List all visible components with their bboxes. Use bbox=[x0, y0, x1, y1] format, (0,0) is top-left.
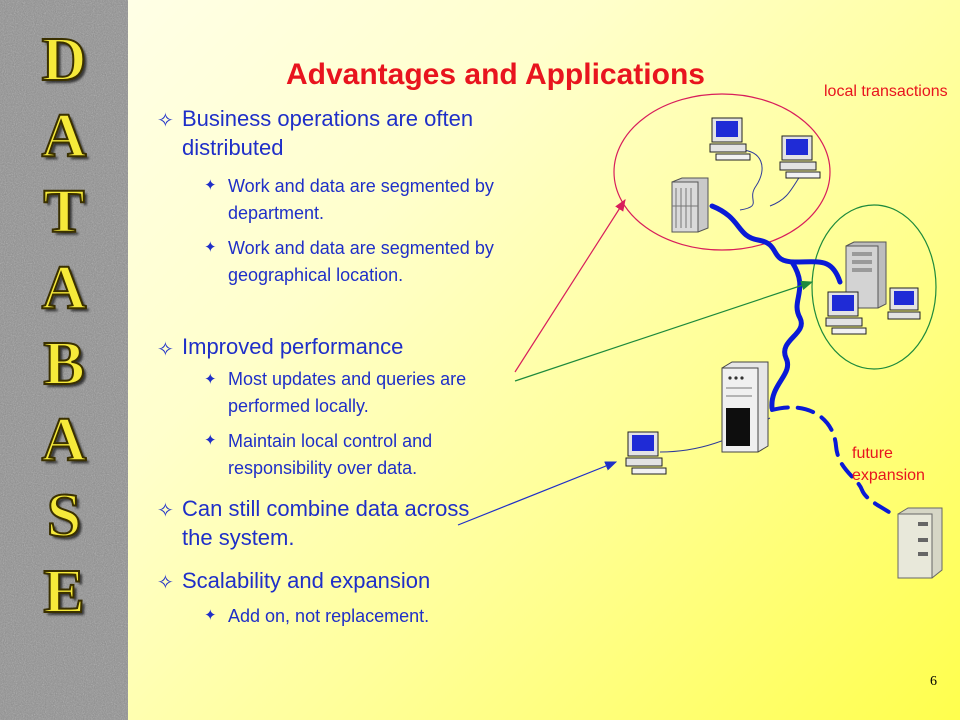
filled-star-icon: ✦ bbox=[204, 371, 217, 388]
sub-bullet-text: Work and data are segmented by departmen… bbox=[228, 176, 494, 223]
workstation-icon bbox=[709, 117, 751, 161]
filled-star-icon: ✦ bbox=[204, 432, 217, 449]
workstation-icon bbox=[887, 287, 921, 320]
cable bbox=[739, 149, 763, 211]
workstation-icon bbox=[825, 291, 867, 335]
sub-bullet-text: Most updates and queries are performed l… bbox=[228, 369, 467, 416]
bullet-text: Improved performance bbox=[182, 334, 404, 359]
hollow-star-icon: ✧ bbox=[157, 339, 174, 361]
slide-title: Advantages and Applications bbox=[286, 58, 705, 91]
sidebar-letter: A bbox=[41, 253, 88, 323]
tower-server-icon bbox=[721, 361, 769, 453]
database-vertical-word: D A T A B A S E bbox=[0, 22, 128, 630]
future-link bbox=[770, 405, 894, 516]
sub-bullet-text: Maintain local control and responsibilit… bbox=[228, 431, 433, 478]
sidebar-letter: B bbox=[42, 329, 85, 399]
network-link bbox=[709, 203, 843, 285]
slide-body bbox=[128, 0, 960, 720]
sub-bullet-text: Add on, not replacement. bbox=[228, 606, 430, 626]
arrow-to-workstation bbox=[457, 461, 618, 526]
sidebar-letter: S bbox=[46, 481, 82, 551]
arrow-to-local-site bbox=[514, 198, 626, 373]
filled-star-icon: ✦ bbox=[204, 239, 217, 256]
local-transactions-label: local transactions bbox=[824, 83, 948, 100]
bullet-text: Business operations are often distribute… bbox=[182, 106, 474, 160]
sub-bullet-text: Work and data are segmented by geographi… bbox=[228, 238, 494, 285]
filled-star-icon: ✦ bbox=[204, 177, 217, 194]
local-site-ellipse bbox=[613, 93, 831, 251]
hollow-star-icon: ✧ bbox=[157, 572, 174, 594]
future-expansion-label: future expansion bbox=[852, 445, 925, 484]
network-link bbox=[769, 259, 804, 411]
server-icon bbox=[671, 177, 709, 233]
sidebar-letter: A bbox=[41, 101, 88, 171]
sidebar-banner: D A T A B A S E bbox=[0, 0, 128, 720]
cable bbox=[769, 175, 801, 207]
bullet-text: Scalability and expansion bbox=[182, 568, 431, 593]
workstation-icon bbox=[779, 135, 821, 179]
arrow-to-regional-site bbox=[514, 280, 814, 382]
page-number: 6 bbox=[930, 674, 937, 689]
stone-texture bbox=[0, 0, 128, 720]
workstation-icon bbox=[625, 431, 667, 475]
computer-icon bbox=[897, 507, 943, 579]
sidebar-letter: A bbox=[41, 405, 88, 475]
hollow-star-icon: ✧ bbox=[157, 500, 174, 522]
sidebar-letter: T bbox=[42, 177, 85, 247]
hollow-star-icon: ✧ bbox=[157, 110, 174, 132]
sidebar-letter: E bbox=[42, 557, 85, 627]
bullet-text: Can still combine data across the system… bbox=[182, 496, 470, 550]
filled-star-icon: ✦ bbox=[204, 607, 217, 624]
sidebar-letter: D bbox=[41, 25, 88, 95]
